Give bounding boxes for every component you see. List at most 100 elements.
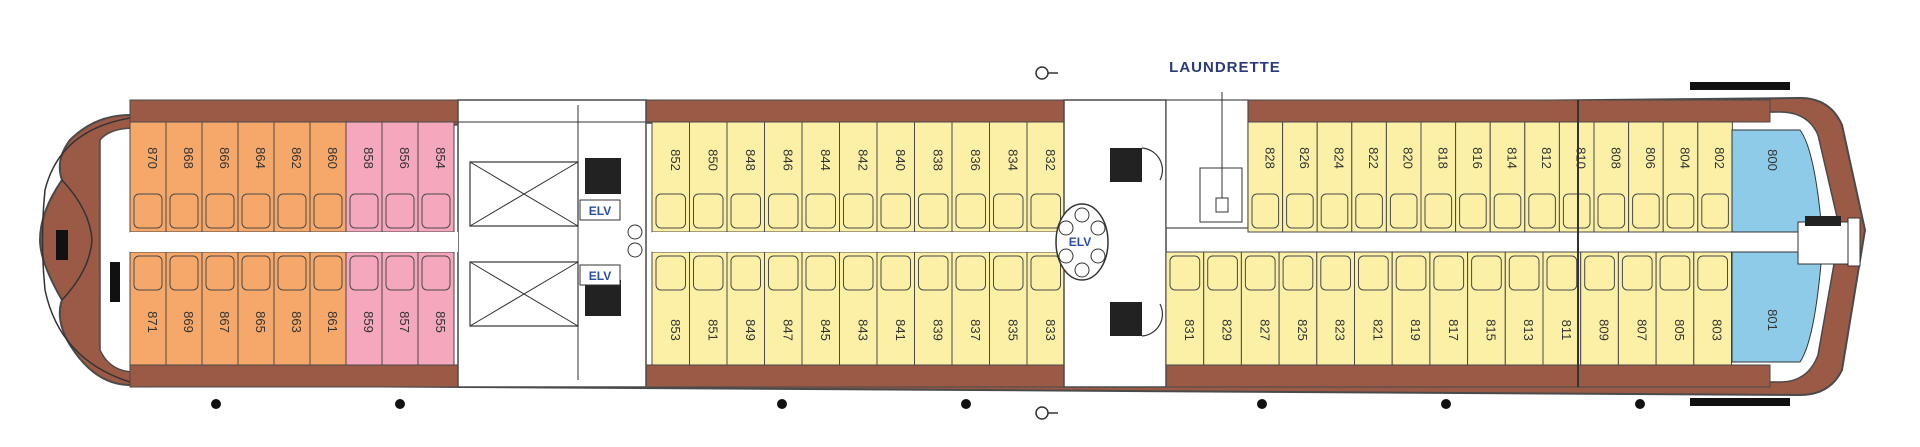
cabin-803-bed [1697, 255, 1729, 291]
cabin-814 [1489, 121, 1526, 233]
cabin-827 [1240, 251, 1280, 366]
cabin-860-bed [313, 193, 343, 229]
cabin-852-bed [655, 193, 686, 229]
cabin-842-bed [843, 193, 874, 229]
cabin-827-bed [1244, 255, 1276, 291]
cabin-821 [1354, 251, 1393, 366]
cabin-862 [273, 121, 311, 233]
cabin-841 [876, 251, 915, 366]
cabin-818-label: 818 [1435, 147, 1450, 169]
laundrette-room [1165, 92, 1249, 229]
cabin-839-label: 839 [930, 319, 945, 341]
cabin-824 [1316, 121, 1353, 233]
cabin-811-label: 811 [1559, 320, 1574, 341]
cabin-855 [417, 251, 455, 366]
cabin-851-bed [693, 255, 724, 291]
cabin-805 [1655, 251, 1695, 366]
cabin-823 [1316, 251, 1356, 366]
cabin-838-label: 838 [930, 149, 945, 171]
cabin-809-bed [1584, 255, 1615, 291]
cabin-836-bed [955, 193, 986, 229]
cabin-812-bed [1528, 193, 1556, 229]
aft-elevator-label-bottom: ELV [589, 269, 611, 283]
cabin-868-bed [169, 193, 199, 229]
cabin-832-label: 832 [1043, 149, 1058, 171]
cabin-806-label: 806 [1643, 147, 1658, 169]
cabin-816-label: 816 [1470, 147, 1485, 169]
cabin-866 [201, 121, 239, 233]
cabin-847-bed [768, 255, 799, 291]
cabin-804-label: 804 [1678, 147, 1693, 169]
cabin-828-bed [1251, 193, 1280, 229]
cabin-863-bed [277, 255, 307, 291]
cabin-802-bed [1701, 193, 1729, 229]
bow-stairs [1797, 221, 1849, 265]
cabin-870 [129, 121, 167, 233]
cabin-845 [801, 251, 840, 366]
cabin-811-bed [1546, 255, 1578, 291]
cabin-859-bed [349, 255, 379, 291]
aft-elevator-shaft-bottom [585, 280, 621, 316]
cabin-858 [345, 121, 383, 233]
cabin-843 [839, 251, 878, 366]
cabin-853-label: 853 [668, 319, 683, 341]
cabin-822 [1351, 121, 1387, 233]
cabin-802 [1697, 121, 1733, 233]
cabin-840-bed [880, 193, 911, 229]
cabin-850-bed [693, 193, 724, 229]
cabin-825-label: 825 [1295, 319, 1310, 341]
cabin-821-bed [1358, 255, 1389, 291]
aft-elevator-shaft-top [585, 158, 621, 194]
cabin-807-label: 807 [1634, 319, 1649, 341]
cabin-847 [764, 251, 803, 366]
cabin-829-label: 829 [1220, 319, 1235, 341]
cabin-817 [1429, 251, 1469, 366]
stern-bollard [56, 230, 68, 260]
cabin-862-label: 862 [289, 147, 304, 169]
cabin-834-label: 834 [1005, 149, 1020, 171]
cabin-833-label: 833 [1043, 319, 1058, 341]
stern-lines [41, 117, 131, 383]
cabin-865-label: 865 [253, 311, 268, 333]
cabin-867 [201, 251, 239, 366]
cabin-829-bed [1207, 255, 1238, 291]
cabin-859-label: 859 [361, 311, 376, 333]
cabin-803-label: 803 [1710, 319, 1725, 341]
cabin-848-label: 848 [743, 149, 758, 171]
cabin-836 [951, 121, 990, 233]
laundrette-label: LAUNDRETTE [1169, 59, 1281, 76]
cabin-835 [989, 251, 1028, 366]
cabin-808-bed [1597, 193, 1626, 229]
cabin-824-label: 824 [1332, 147, 1347, 169]
cabin-808 [1593, 121, 1630, 233]
cabin-853 [651, 251, 690, 366]
cabin-837-label: 837 [968, 319, 983, 341]
cabin-823-bed [1320, 255, 1352, 291]
cabin-869-bed [169, 255, 199, 291]
cabin-871-label: 871 [145, 311, 160, 333]
cabin-837 [951, 251, 990, 366]
cabin-838-bed [918, 193, 949, 229]
cabin-810-bed [1562, 193, 1591, 229]
cabin-851-label: 851 [705, 319, 720, 341]
cabin-826-label: 826 [1297, 147, 1312, 169]
cabin-869-label: 869 [181, 311, 196, 333]
cabin-829 [1203, 251, 1242, 366]
central-lobby: ELV [1055, 99, 1167, 388]
cabin-854 [417, 121, 455, 233]
cabin-866-bed [205, 193, 235, 229]
cabin-805-bed [1659, 255, 1691, 291]
cabin-826-bed [1286, 193, 1314, 229]
cabin-864-bed [241, 193, 271, 229]
cabin-813-label: 813 [1521, 319, 1536, 341]
cabin-806-bed [1632, 193, 1660, 229]
cabin-867-label: 867 [217, 311, 232, 333]
cabin-828-label: 828 [1262, 147, 1277, 169]
cabin-821-label: 821 [1370, 319, 1385, 341]
cabin-818-bed [1424, 193, 1453, 229]
cabin-851 [689, 251, 728, 366]
cabin-828 [1247, 121, 1284, 233]
cabin-846-label: 846 [780, 149, 795, 171]
